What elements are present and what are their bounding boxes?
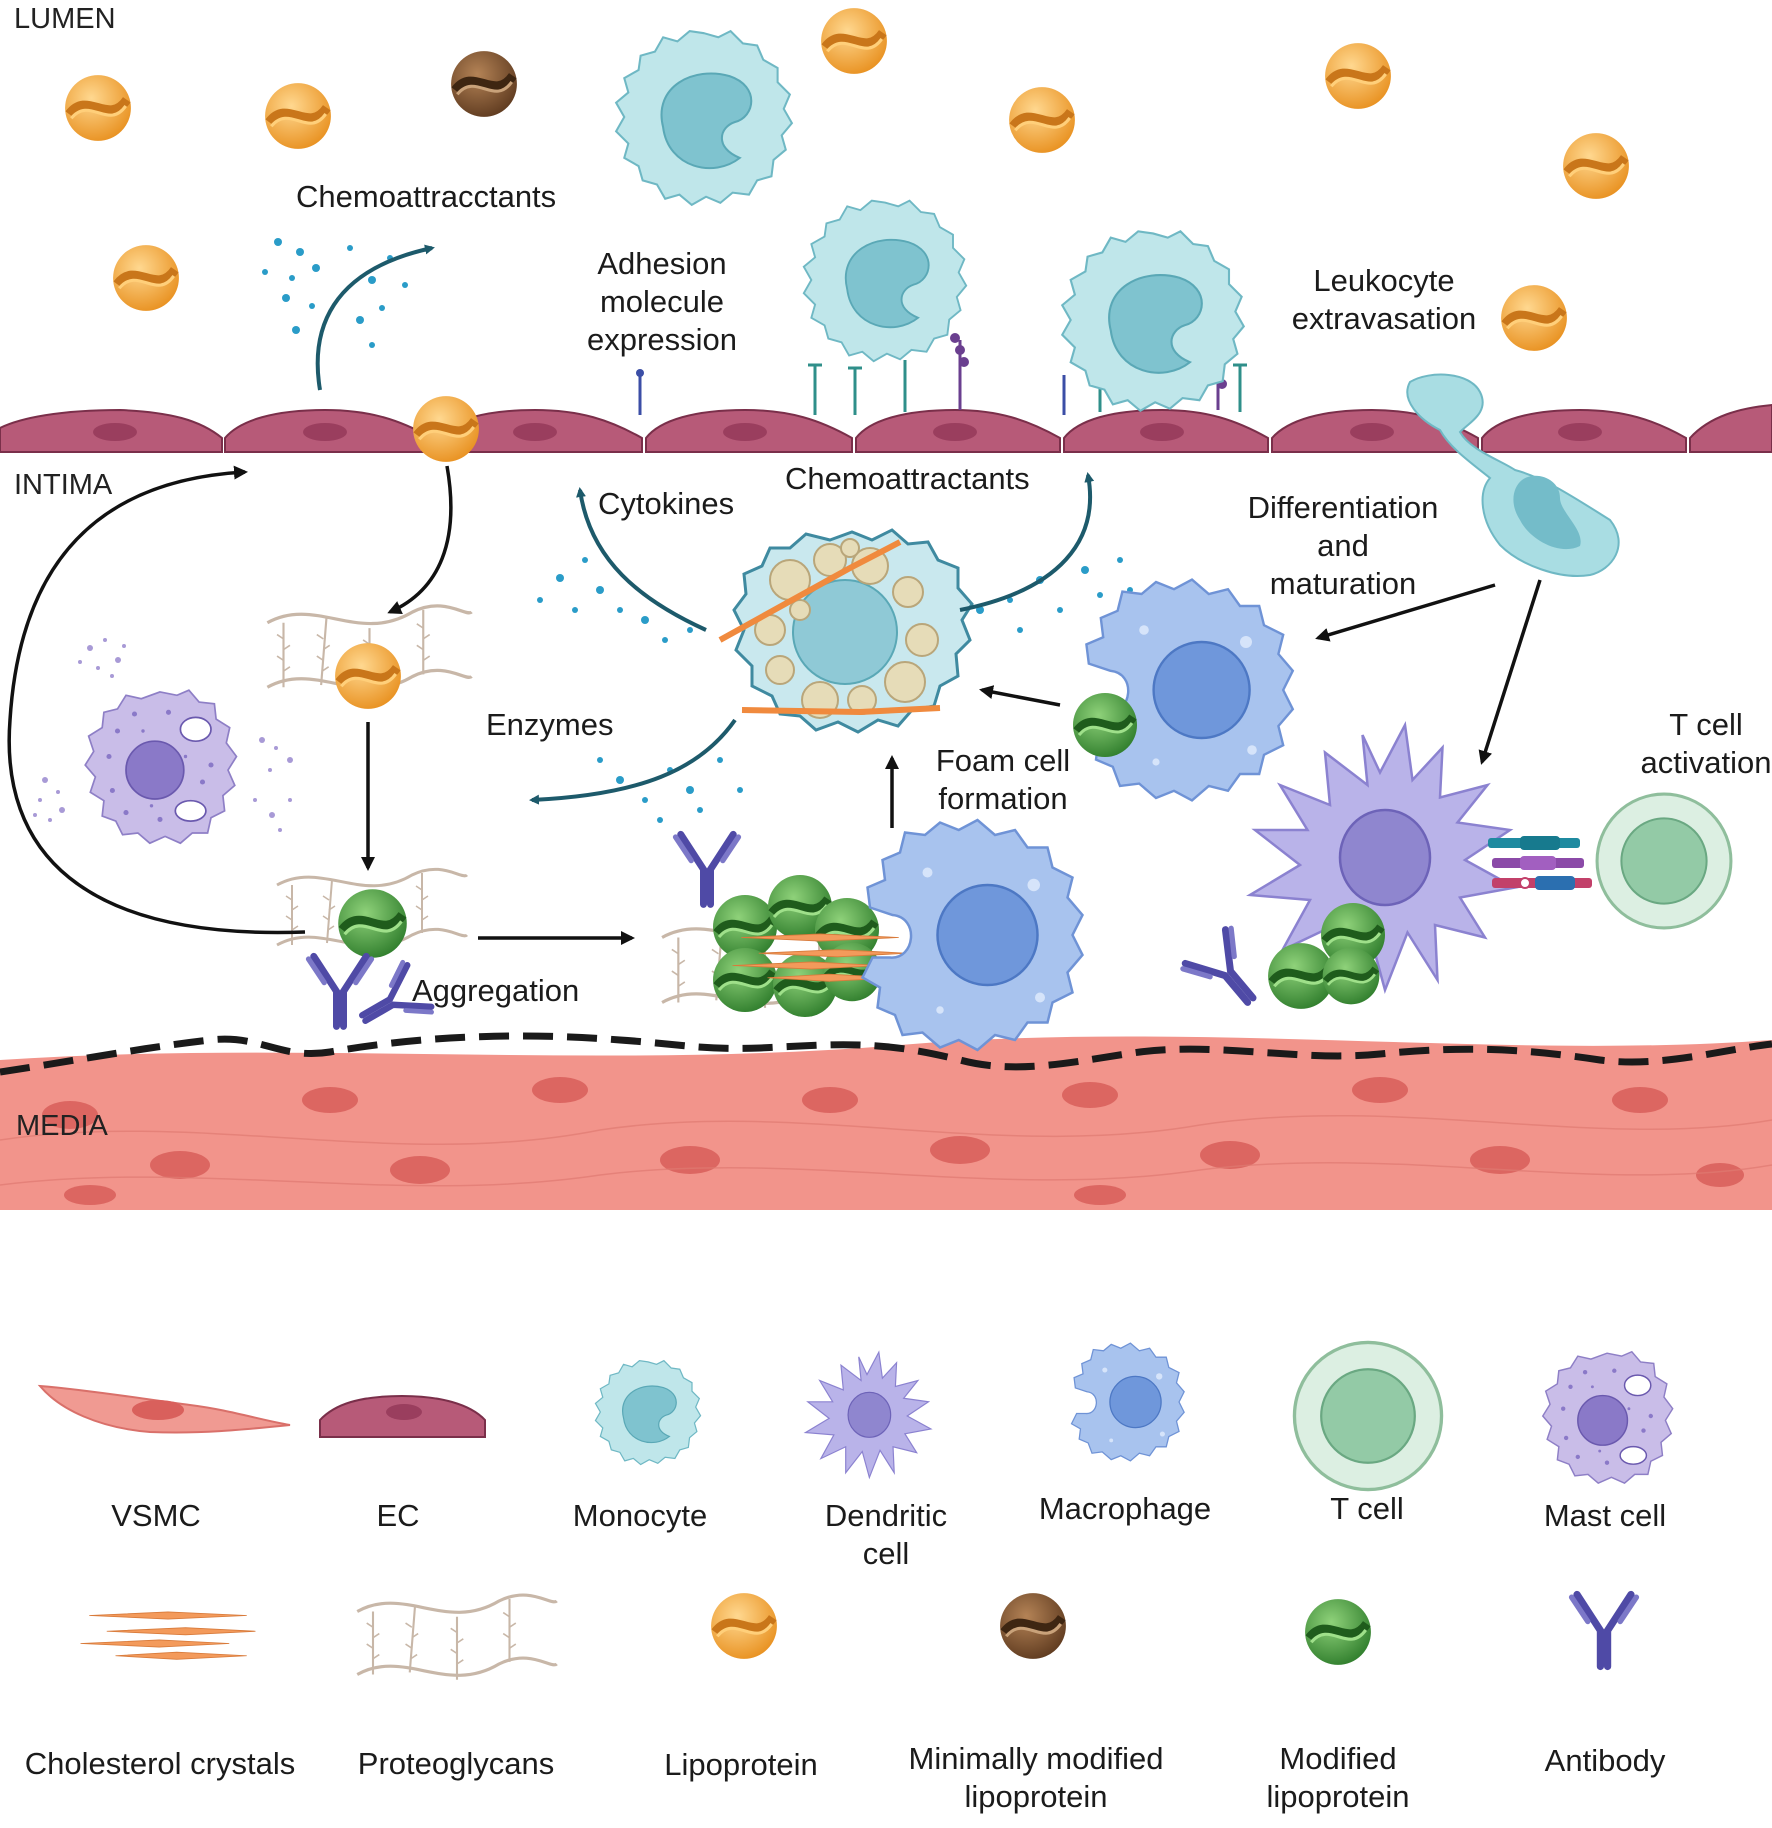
legend-label-antibody: Antibody — [1544, 1743, 1666, 1778]
immune-synapse — [1488, 836, 1592, 890]
label-foam-cell-formation: Foam cell formation — [935, 743, 1071, 816]
legend-label-proteoglycans: Proteoglycans — [357, 1746, 555, 1781]
arrow-chemoattractants-mid — [959, 472, 1095, 612]
monocyte-rolling — [1061, 230, 1245, 412]
media-layer — [0, 1036, 1772, 1210]
elastic-lamina — [0, 1032, 1772, 1076]
macrophage-lower — [861, 818, 1084, 1052]
cholesterol-crystals-icon — [80, 1611, 256, 1660]
label-t-cell-activation: T cell activation — [1640, 707, 1772, 780]
retained-lipoprotein — [335, 643, 401, 709]
region-intima: INTIMA — [14, 469, 113, 501]
foam-cell — [718, 528, 974, 734]
monocyte-icon — [594, 1360, 702, 1466]
chemoattractant-dots-top — [262, 238, 408, 348]
label-enzymes: Enzymes — [486, 707, 614, 742]
antibody-4 — [1181, 926, 1274, 1020]
legend-label-monocyte: Monocyte — [572, 1498, 708, 1533]
legend-label-vsmc: VSMC — [111, 1498, 201, 1533]
legend-label-lipoprotein: Lipoprotein — [664, 1747, 818, 1782]
label-adhesion-molecule-expression: Adhesion molecule expression — [587, 246, 737, 357]
antibody-icon — [1572, 1595, 1637, 1667]
t-cell-intima — [1595, 792, 1733, 930]
macrophage-upper-lipoprotein — [1073, 693, 1137, 757]
proteoglycans-icon — [355, 1593, 559, 1682]
black-arrows — [7, 465, 1542, 945]
monocyte-lumen-2 — [802, 199, 968, 363]
label-leukocyte-extravasation: Leukocyte extravasation — [1291, 263, 1477, 336]
region-lumen: LUMEN — [14, 3, 116, 35]
arrow-chemoattractants-top — [315, 244, 435, 391]
label-aggregation: Aggregation — [412, 973, 580, 1008]
legend-label-t-cell: T cell — [1330, 1491, 1404, 1526]
t-cell-icon — [1292, 1340, 1444, 1492]
label-chemoattractants-top: Chemoattracctants — [296, 179, 557, 214]
arrow-enzymes — [529, 718, 737, 805]
arrow-cytokines — [576, 487, 707, 632]
lipoprotein-icon — [711, 1593, 777, 1659]
dendritic-cell-icon — [804, 1351, 932, 1479]
legend-label-dendritic-cell: Dendritic cell — [824, 1498, 948, 1571]
macrophage-icon — [1070, 1342, 1185, 1462]
modified-lipoprotein-icon — [1305, 1599, 1371, 1665]
legend-label-ec: EC — [376, 1498, 420, 1533]
aggregated-lipoprotein-1 — [338, 889, 407, 958]
region-media: MEDIA — [16, 1110, 108, 1142]
minimally-modified-lipoprotein-icon — [1000, 1593, 1066, 1659]
extravasating-monocyte — [1406, 373, 1620, 577]
mast-granules-released — [33, 638, 293, 832]
label-chemoattractants-mid: Chemoattractants — [785, 461, 1030, 496]
legend-label-minimally-modified-lipoprotein: Minimally modified lipoprotein — [908, 1741, 1164, 1814]
legend-label-cholesterol-crystals: Cholesterol crystals — [24, 1746, 296, 1781]
monocyte-lumen-1 — [615, 30, 793, 206]
dendritic-lipoprotein-3 — [1323, 948, 1380, 1005]
mast-cell-icon — [1542, 1351, 1674, 1484]
legend-icons-row1 — [37, 1340, 1674, 1492]
legend-label-mast-cell: Mast cell — [1543, 1498, 1667, 1533]
mast-cell-intima — [84, 689, 238, 845]
macrophage-upper — [1080, 578, 1295, 802]
legend-label-modified-lipoprotein: Modified lipoprotein — [1266, 1741, 1410, 1814]
cytokine-dots — [537, 557, 1133, 823]
label-differentiation-maturation: Differentiation and maturation — [1247, 490, 1439, 601]
legend-icons-row2 — [80, 1593, 1637, 1682]
legend-label-macrophage: Macrophage — [1038, 1491, 1212, 1526]
endothelium — [0, 403, 1772, 453]
antibody-3 — [676, 834, 739, 904]
label-cytokines: Cytokines — [598, 486, 735, 521]
